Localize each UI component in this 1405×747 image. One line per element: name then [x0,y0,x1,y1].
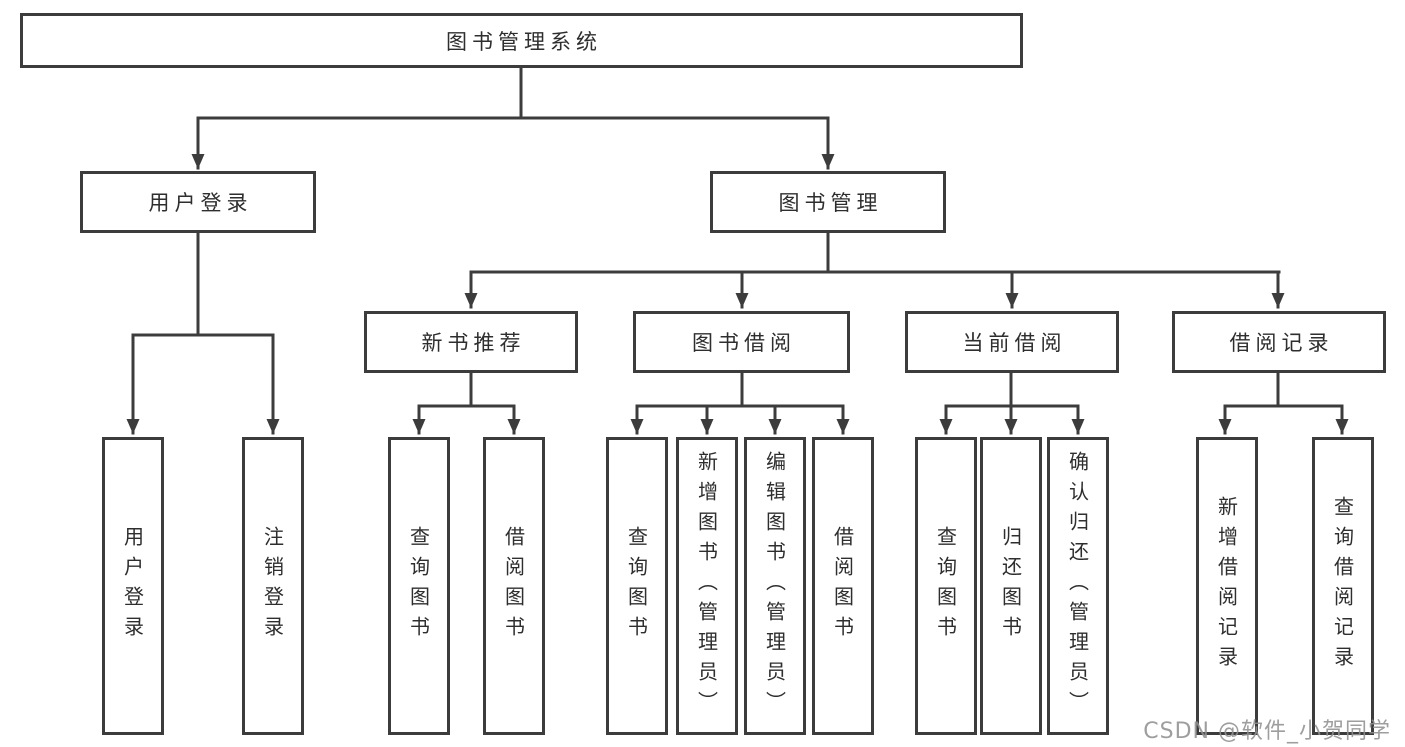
node-label: 新书推荐 [421,331,526,355]
connector-current-borrow [939,371,1085,435]
node-label: 图书借阅 [692,331,796,355]
csdn-watermark: CSDN @软件_小贺同学 [1143,719,1391,744]
node-leaf-br-query-record: 查询借阅记录 [1312,437,1374,735]
node-leaf-rec-query-book: 查询图书 [388,437,450,735]
node-leaf-bb-edit-book: 编辑图书（管理员） [744,437,806,735]
node-leaf-br-add-record: 新增借阅记录 [1196,437,1258,735]
node-leaf-bb-borrow-book: 借阅图书 [812,437,874,735]
node-label: 用户登录 [148,191,253,215]
node-leaf-cb-return-book: 归还图书 [980,437,1042,735]
node-label: 注销登录 [260,526,285,646]
node-book-mgmt: 图书管理 [710,171,946,233]
connector-new-book [412,371,521,435]
node-label: 查询图书 [624,526,649,646]
node-label: 图书管理系统 [446,29,602,54]
node-label: 查询借阅记录 [1330,496,1355,676]
node-label: 当前借阅 [962,331,1067,355]
node-leaf-logout: 注销登录 [242,437,304,735]
node-label: 归还图书 [998,526,1023,646]
node-user-login: 用户登录 [80,171,316,233]
node-label: 新增借阅记录 [1214,496,1239,676]
node-book-borrow: 图书借阅 [633,311,850,373]
connector-root [191,66,835,170]
node-label: 编辑图书（管理员） [762,451,787,721]
node-label: 借阅记录 [1229,331,1334,355]
node-leaf-cb-query-book: 查询图书 [915,437,977,735]
node-label: 查询图书 [406,526,431,646]
node-label: 用户登录 [120,526,145,646]
node-label: 借阅图书 [830,526,855,646]
node-leaf-rec-borrow-book: 借阅图书 [483,437,545,735]
node-label: 图书管理 [778,191,883,215]
connector-borrow-record [1218,371,1349,435]
node-label: 查询图书 [933,526,958,646]
node-label: 确认归还（管理员） [1065,451,1090,721]
node-new-book-rec: 新书推荐 [364,311,578,373]
node-current-borrow: 当前借阅 [905,311,1119,373]
connector-book-borrow [630,371,850,435]
node-label: 借阅图书 [501,526,526,646]
connector-book-mgmt [464,231,1285,309]
connector-user-login [126,231,280,435]
node-borrow-record: 借阅记录 [1172,311,1386,373]
node-leaf-bb-add-book: 新增图书（管理员） [676,437,738,735]
node-leaf-cb-confirm-return: 确认归还（管理员） [1047,437,1109,735]
node-leaf-user-login: 用户登录 [102,437,164,735]
node-leaf-bb-query-book: 查询图书 [606,437,668,735]
node-label: 新增图书（管理员） [694,451,719,721]
node-system-root: 图书管理系统 [20,13,1023,68]
